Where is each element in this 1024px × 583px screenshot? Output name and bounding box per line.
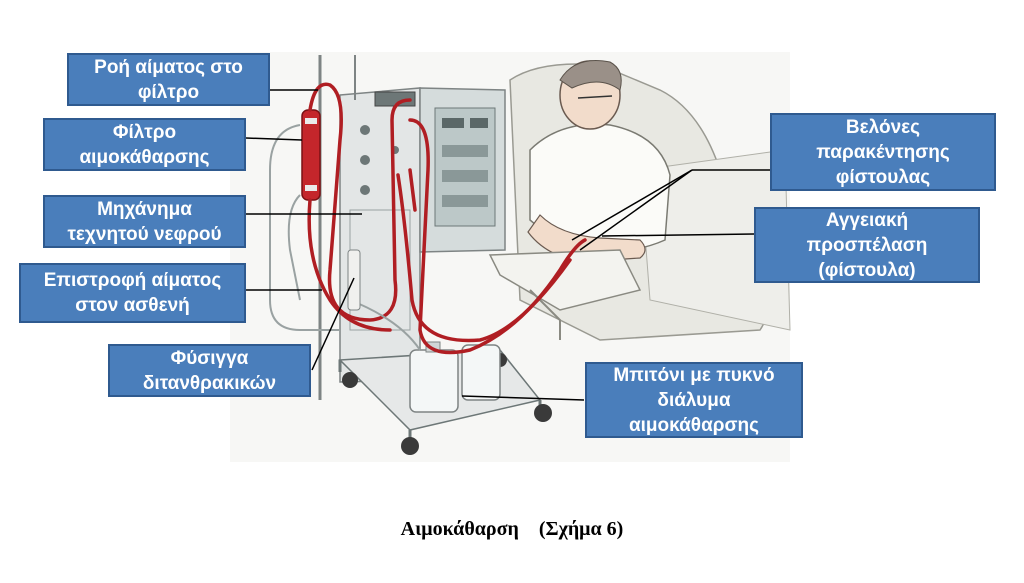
blood-tubing [307, 82, 587, 355]
leader-line-filter [245, 137, 303, 141]
label-concentrate-bottle: Μπιτόνι με πυκνό διάλυμα αιμοκάθαρσης [585, 362, 803, 438]
dialyzer-filter [301, 109, 321, 201]
label-dialysis-filter: Φίλτρο αιμοκάθαρσης [43, 118, 246, 171]
leader-lines [245, 89, 770, 401]
label-bicarbonate-syringe: Φύσιγγα διτανθρακικών [108, 344, 311, 397]
leader-line-needle-a [571, 169, 693, 241]
label-artificial-kidney-machine: Μηχάνημα τεχνητού νεφρού [43, 195, 246, 248]
leader-line-syringe [311, 277, 355, 371]
label-blood-return-to-patient: Επιστροφή αίματος στον ασθενή [19, 263, 246, 323]
leader-line-bottle [461, 395, 585, 401]
armrest-tray [488, 249, 642, 311]
label-fistula-puncture-needles: Βελόνες παρακέντησης φίστουλας [770, 113, 996, 191]
concentrate-bottles [409, 341, 501, 413]
leader-line-fistula [601, 233, 755, 237]
figure-caption: Αιμοκάθαρση (Σχήμα 6) [400, 518, 624, 540]
leader-line-needle-b [579, 169, 693, 251]
label-blood-flow-to-filter: Ροή αίματος στο φίλτρο [67, 53, 270, 106]
bicarbonate-cartridge [347, 249, 361, 311]
label-vascular-access-fistula: Αγγειακή προσπέλαση (φίστουλα) [754, 207, 980, 283]
